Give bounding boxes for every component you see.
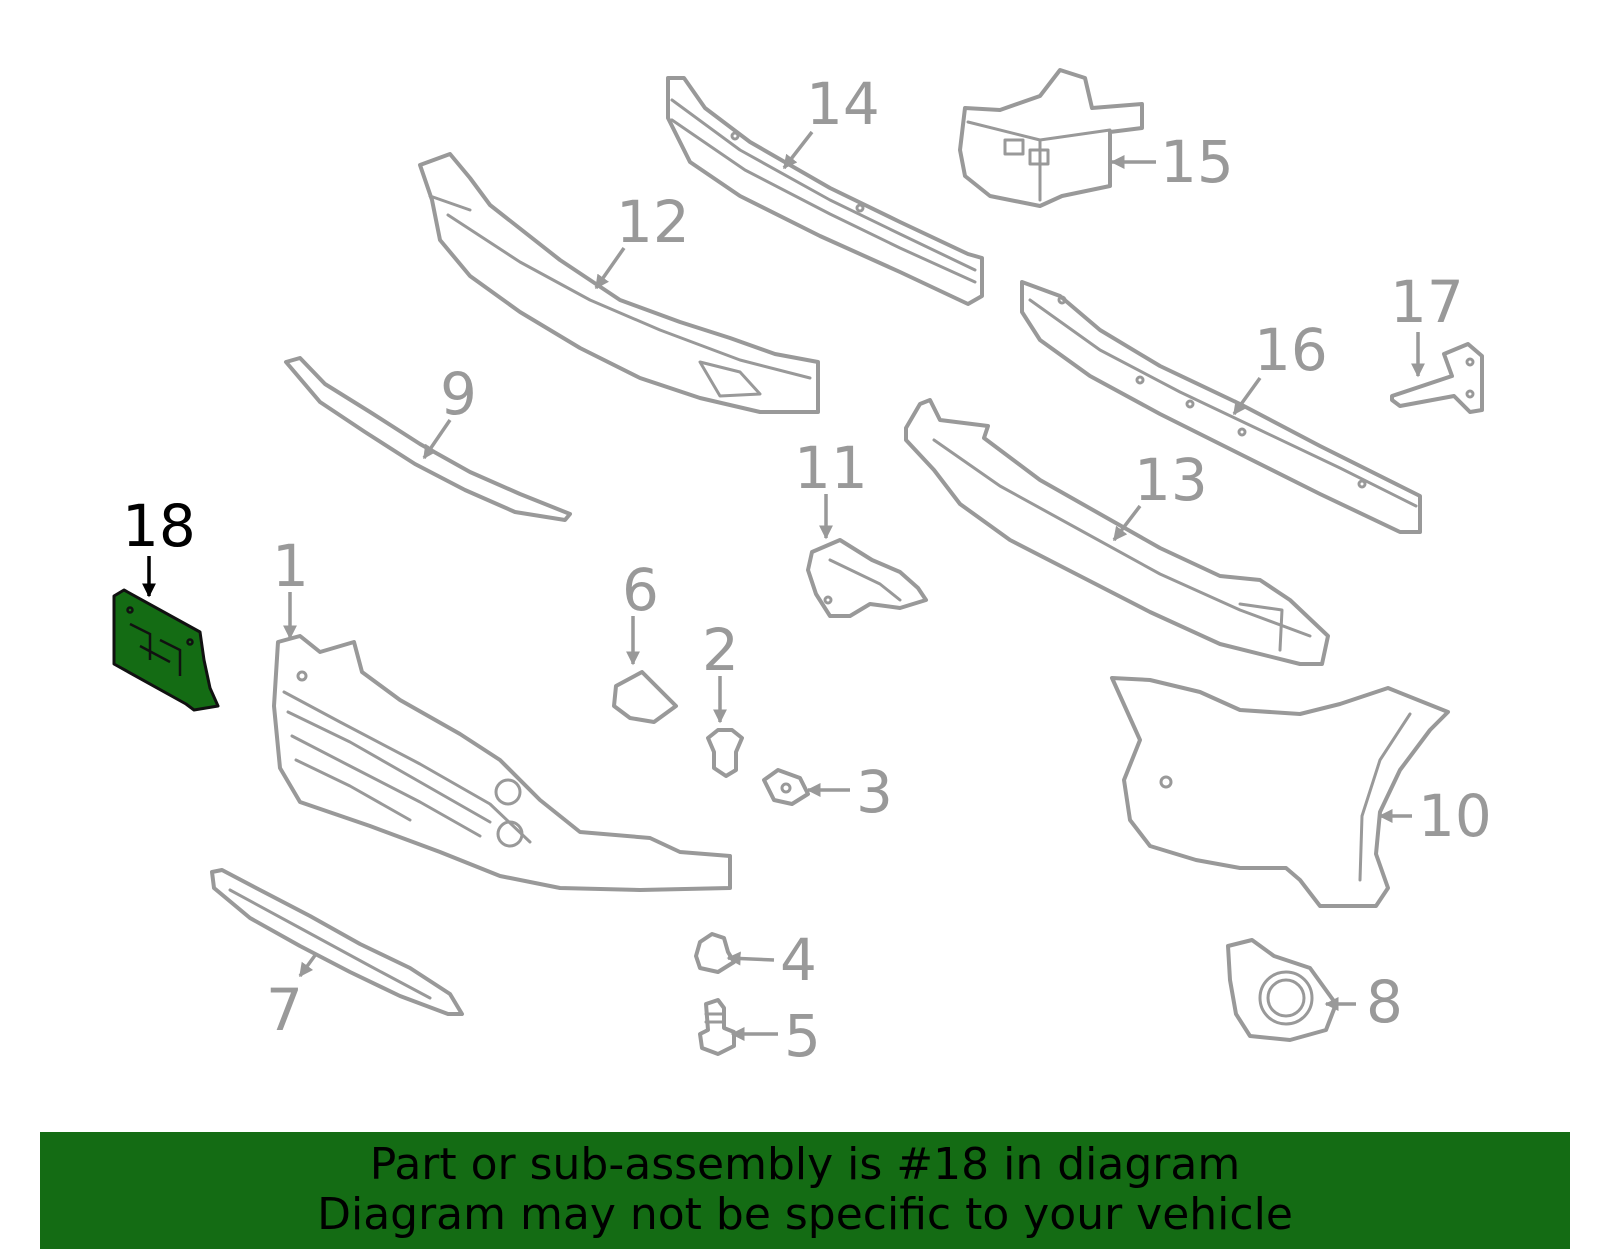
callout-2: 2: [702, 616, 739, 684]
callout-16: 16: [1254, 316, 1328, 384]
callout-labels: 18 1 2 3 4 5 6 7 8 9 10 11 12 13 14 15 1…: [122, 70, 1492, 1070]
part-5-bolt[interactable]: [698, 998, 736, 1056]
part-7-grille-strip[interactable]: [210, 868, 464, 1016]
callout-8: 8: [1366, 968, 1403, 1036]
parts-diagram: 18 1 2 3 4 5 6 7 8 9 10 11 12 13 14 15 1…: [112, 68, 1492, 1070]
callout-3: 3: [856, 758, 893, 826]
part-6-cover[interactable]: [612, 670, 678, 724]
part-1-bumper-cover[interactable]: [272, 634, 732, 892]
callout-6: 6: [622, 556, 659, 624]
part-10-side-cover[interactable]: [1110, 676, 1450, 908]
callout-5: 5: [784, 1002, 821, 1070]
banner-line-1: Part or sub-assembly is #18 in diagram: [369, 1139, 1241, 1190]
info-banner: Part or sub-assembly is #18 in diagram D…: [40, 1132, 1570, 1249]
part-8-fog-bezel[interactable]: [1226, 938, 1338, 1042]
callout-18: 18: [122, 492, 196, 560]
callout-1: 1: [272, 532, 309, 600]
callout-17: 17: [1390, 268, 1464, 336]
callout-7: 7: [266, 976, 303, 1044]
part-12-absorber[interactable]: [418, 152, 820, 414]
callout-14: 14: [806, 70, 880, 138]
callout-11: 11: [794, 434, 868, 502]
part-2-clip[interactable]: [706, 728, 744, 778]
part-3-nut[interactable]: [762, 768, 810, 806]
callout-9: 9: [440, 360, 477, 428]
part-17-bracket[interactable]: [1390, 342, 1484, 414]
callout-10: 10: [1418, 782, 1492, 850]
callout-15: 15: [1160, 128, 1234, 196]
part-11-bracket[interactable]: [806, 538, 928, 618]
part-18-license-bracket[interactable]: [112, 588, 220, 712]
part-15-bracket[interactable]: [958, 68, 1144, 208]
part-16-reinforcement[interactable]: [1020, 280, 1422, 534]
banner-line-2: Diagram may not be specific to your vehi…: [317, 1189, 1293, 1240]
part-4-grommet[interactable]: [694, 932, 736, 974]
callout-12: 12: [616, 188, 690, 256]
leader-lines: [142, 130, 1425, 1041]
callout-13: 13: [1134, 446, 1208, 514]
part-9-trim-strip[interactable]: [284, 356, 572, 522]
callout-4: 4: [780, 926, 817, 994]
part-14-reinforcement[interactable]: [666, 76, 984, 306]
